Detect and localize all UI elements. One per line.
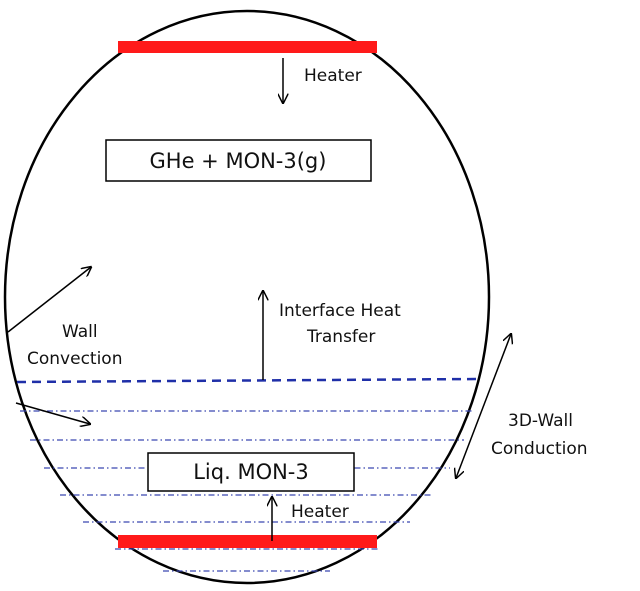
gas-box bbox=[105, 139, 372, 182]
wall-convection-arrow-lower bbox=[15, 402, 90, 424]
wall-label-line2: Convection bbox=[27, 349, 122, 369]
liquid-box bbox=[147, 452, 355, 492]
wall-conduction-arrow bbox=[456, 334, 511, 478]
liquid-lines bbox=[20, 410, 473, 572]
liquid-box-label: Liq. MON-3 bbox=[193, 460, 309, 484]
conduction-label-line2: Conduction bbox=[491, 439, 588, 459]
conduction-label-line1: 3D-Wall bbox=[508, 411, 573, 431]
heater-top-label: Heater bbox=[304, 66, 362, 86]
heater-bottom-label: Heater bbox=[291, 502, 349, 522]
tank-outline bbox=[3, 9, 491, 585]
interface-label-line2: Transfer bbox=[306, 327, 375, 347]
gas-box-label: GHe + MON-3(g) bbox=[150, 149, 327, 173]
heater-top-bar bbox=[118, 41, 377, 53]
heater-bottom-bar bbox=[118, 535, 377, 548]
wall-label-line1: Wall bbox=[62, 322, 98, 342]
liquid-interface-line bbox=[16, 377, 479, 384]
interface-label-line1: Interface Heat bbox=[279, 301, 401, 321]
wall-convection-arrow-upper bbox=[7, 267, 91, 333]
